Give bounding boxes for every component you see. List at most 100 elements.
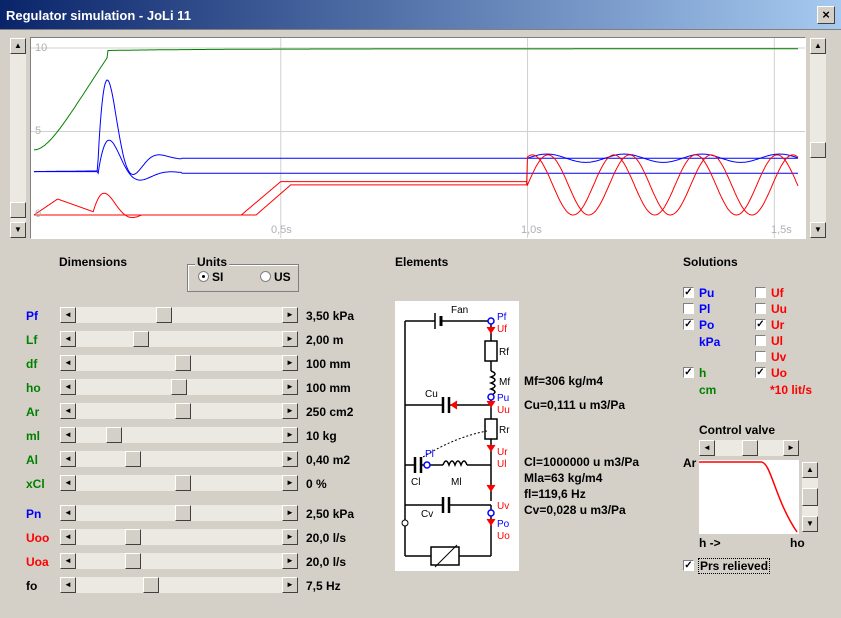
units-si-radio[interactable] — [198, 271, 209, 282]
solution-label-uo: Uo — [771, 366, 787, 380]
slider-uoo[interactable]: ◄► — [60, 529, 298, 545]
slider-pf[interactable]: ◄► — [60, 307, 298, 323]
scroll-down-button[interactable]: ▼ — [810, 222, 826, 238]
slider-pn[interactable]: ◄► — [60, 505, 298, 521]
slider-left-button[interactable]: ◄ — [699, 440, 715, 456]
slider-value-pn: 2,50 kPa — [306, 507, 355, 521]
slider-ml[interactable]: ◄► — [60, 427, 298, 443]
slider-left-button[interactable]: ◄ — [60, 529, 76, 545]
slider-thumb[interactable] — [175, 475, 191, 491]
solution-checkbox-uu[interactable] — [755, 303, 766, 314]
close-button[interactable]: × — [817, 6, 835, 24]
slider-thumb[interactable] — [125, 451, 141, 467]
slider-ar[interactable]: ◄► — [60, 403, 298, 419]
slider-left-button[interactable]: ◄ — [60, 553, 76, 569]
slider-value-ho: 100 mm — [306, 381, 351, 395]
slider-right-button[interactable]: ► — [783, 440, 799, 456]
slider-thumb[interactable] — [742, 440, 758, 456]
slider-right-button[interactable]: ► — [282, 505, 298, 521]
prs-relieved-checkbox[interactable]: ✓ — [683, 560, 694, 571]
scroll-down-button[interactable]: ▼ — [802, 516, 818, 532]
slider-right-button[interactable]: ► — [282, 529, 298, 545]
slider-left-button[interactable]: ◄ — [60, 451, 76, 467]
slider-thumb[interactable] — [125, 553, 141, 569]
slider-right-button[interactable]: ► — [282, 427, 298, 443]
solution-checkbox-ur[interactable]: ✓ — [755, 319, 766, 330]
slider-right-button[interactable]: ► — [282, 331, 298, 347]
solution-checkbox-pl[interactable] — [683, 303, 694, 314]
slider-left-button[interactable]: ◄ — [60, 307, 76, 323]
units-us-radio[interactable] — [260, 271, 271, 282]
x-label-15: 1,5s — [771, 224, 792, 236]
slider-right-button[interactable]: ► — [282, 451, 298, 467]
slider-right-button[interactable]: ► — [282, 307, 298, 323]
scroll-up-button[interactable]: ▲ — [802, 462, 818, 478]
scroll-thumb[interactable] — [10, 202, 26, 218]
fan-label: Fan — [451, 305, 468, 316]
window-title: Regulator simulation - JoLi 11 — [6, 8, 191, 23]
units-si-label: SI — [212, 270, 224, 284]
slider-label-lf: Lf — [26, 333, 38, 347]
slider-xcl[interactable]: ◄► — [60, 475, 298, 491]
slider-left-button[interactable]: ◄ — [60, 427, 76, 443]
mla-info: Mla=63 kg/m4 — [524, 471, 603, 485]
slider-left-button[interactable]: ◄ — [60, 577, 76, 593]
solution-checkbox-uf[interactable] — [755, 287, 766, 298]
slider-right-button[interactable]: ► — [282, 403, 298, 419]
slider-value-uoo: 20,0 l/s — [306, 531, 347, 545]
solution-checkbox-uv[interactable] — [755, 351, 766, 362]
solution-checkbox-pu[interactable]: ✓ — [683, 287, 694, 298]
uo-label: Uo — [497, 531, 510, 542]
slider-ho[interactable]: ◄► — [60, 379, 298, 395]
slider-left-button[interactable]: ◄ — [60, 379, 76, 395]
cl-info: Cl=1000000 u m3/Pa — [524, 455, 640, 469]
slider-left-button[interactable]: ◄ — [60, 403, 76, 419]
solution-checkbox-uo[interactable]: ✓ — [755, 367, 766, 378]
cu-label: Cu — [425, 389, 438, 400]
scroll-thumb[interactable] — [810, 142, 826, 158]
left-scrollbar[interactable]: ▲ ▼ — [10, 38, 26, 238]
right-scrollbar[interactable]: ▲ ▼ — [810, 38, 826, 238]
slider-left-button[interactable]: ◄ — [60, 475, 76, 491]
scroll-up-button[interactable]: ▲ — [10, 38, 26, 54]
slider-thumb[interactable] — [143, 577, 159, 593]
ho-axis-label: ho — [790, 536, 805, 550]
slider-right-button[interactable]: ► — [282, 355, 298, 371]
slider-right-button[interactable]: ► — [282, 379, 298, 395]
slider-thumb[interactable] — [175, 505, 191, 521]
solution-label-uf: Uf — [771, 286, 784, 300]
control-valve-scrollbar[interactable]: ▲ ▼ — [802, 462, 818, 532]
slider-thumb[interactable] — [125, 529, 141, 545]
control-valve-slider[interactable]: ◄ ► — [699, 440, 799, 456]
slider-thumb[interactable] — [106, 427, 122, 443]
slider-thumb[interactable] — [175, 403, 191, 419]
slider-thumb[interactable] — [175, 355, 191, 371]
slider-right-button[interactable]: ► — [282, 553, 298, 569]
slider-right-button[interactable]: ► — [282, 475, 298, 491]
slider-lf[interactable]: ◄► — [60, 331, 298, 347]
slider-left-button[interactable]: ◄ — [60, 355, 76, 371]
solution-checkbox-po[interactable]: ✓ — [683, 319, 694, 330]
slider-fo[interactable]: ◄► — [60, 577, 298, 593]
slider-thumb[interactable] — [171, 379, 187, 395]
slider-df[interactable]: ◄► — [60, 355, 298, 371]
scroll-thumb[interactable] — [802, 488, 818, 506]
slider-thumb[interactable] — [156, 307, 172, 323]
slider-al[interactable]: ◄► — [60, 451, 298, 467]
title-bar: Regulator simulation - JoLi 11 × — [0, 0, 841, 30]
slider-value-fo: 7,5 Hz — [306, 579, 341, 593]
slider-left-button[interactable]: ◄ — [60, 505, 76, 521]
slider-left-button[interactable]: ◄ — [60, 331, 76, 347]
scroll-up-button[interactable]: ▲ — [810, 38, 826, 54]
solution-checkbox-h[interactable]: ✓ — [683, 367, 694, 378]
slider-right-button[interactable]: ► — [282, 577, 298, 593]
slider-label-ml: ml — [26, 429, 41, 443]
scroll-down-button[interactable]: ▼ — [10, 222, 26, 238]
slider-label-ho: ho — [26, 381, 41, 395]
slider-thumb[interactable] — [133, 331, 149, 347]
pl-label: Pl — [425, 449, 434, 460]
plot-area: 10 5 0 0,5s 1,0s 1,5s — [30, 37, 806, 239]
slider-uoa[interactable]: ◄► — [60, 553, 298, 569]
solution-checkbox-ul[interactable] — [755, 335, 766, 346]
slider-value-al: 0,40 m2 — [306, 453, 351, 467]
